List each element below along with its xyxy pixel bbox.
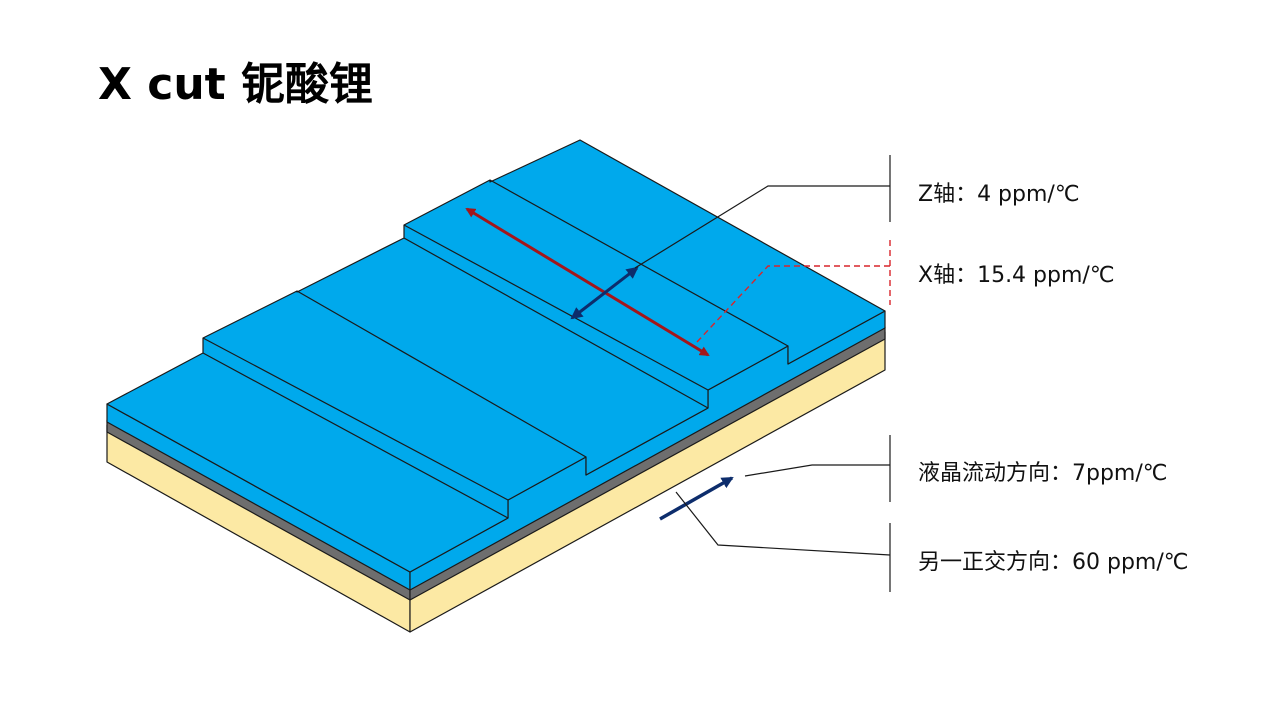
lc-flow-navy-arrow xyxy=(659,476,734,521)
substrate-layers xyxy=(106,310,886,633)
orthogonal-annotation: 另一正交方向：60 ppm/℃ xyxy=(918,550,1189,575)
orthogonal-leader-line xyxy=(675,491,891,556)
z-axis-leader-line xyxy=(634,185,890,269)
ridge-line-1 xyxy=(202,337,509,501)
x-axis-leader-line xyxy=(696,265,890,343)
ridge-line-2 xyxy=(296,290,587,458)
ridge-line-1-lower xyxy=(202,352,509,519)
page-title: X cut 铌酸锂 xyxy=(98,59,373,110)
z-axis-navy-arrow xyxy=(570,266,639,320)
lc-flow-annotation: 液晶流动方向：7ppm/℃ xyxy=(918,461,1168,486)
lc-flow-leader-line xyxy=(744,464,890,477)
z-axis-annotation: Z轴：4 ppm/℃ xyxy=(918,182,1080,207)
x-axis-annotation: X轴：15.4 ppm/℃ xyxy=(918,263,1115,288)
